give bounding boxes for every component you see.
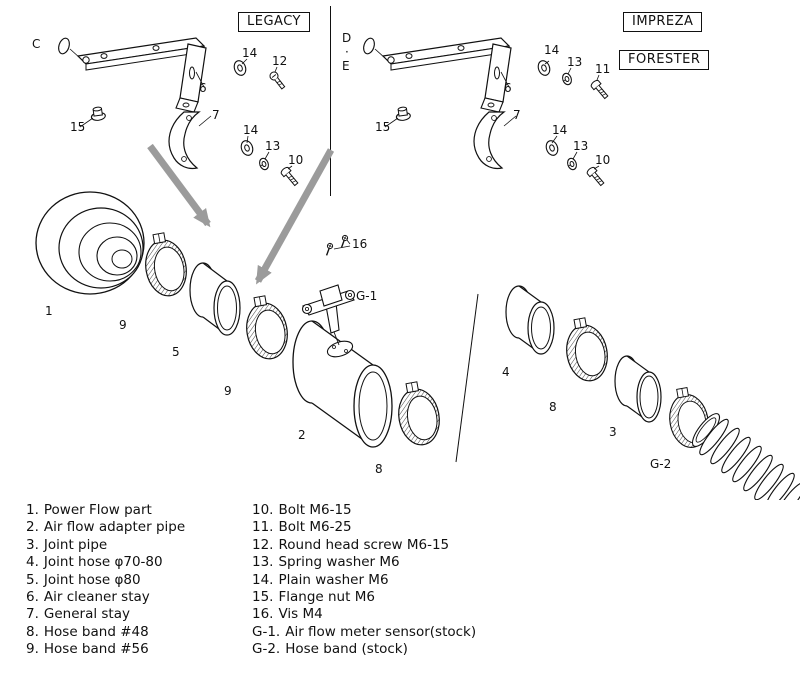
exploded-intake-assembly: 1 9 5 9 2 16 G-1 8 4 8 3 G-2	[35, 191, 800, 500]
variant-label-c: C	[32, 37, 40, 51]
plain-washer-part	[543, 138, 561, 158]
plain-washer-part	[231, 58, 249, 78]
legacy-model-badge: LEGACY	[238, 12, 310, 32]
parts-list-item: G-1.Air flow meter sensor(stock)	[252, 623, 477, 640]
hose-band-48-part	[392, 378, 445, 449]
callout-label: 15	[70, 120, 85, 134]
parts-list-item: 5.Joint hose φ80	[26, 571, 141, 588]
sub-assembly-divider-line	[455, 293, 479, 463]
bolt-part	[585, 165, 607, 188]
callout-label: 13	[573, 139, 588, 153]
power-flow-filter-part	[35, 191, 145, 295]
forester-model-badge: FORESTER	[619, 50, 710, 70]
joint-hose-70-80-part	[505, 285, 555, 355]
callout-label: 1	[45, 304, 53, 318]
grommet-oval	[58, 37, 70, 55]
parts-list-item: 8.Hose band #48	[26, 623, 149, 640]
parts-list-left-column: 1.Power Flow part 2.Air flow adapter pip…	[26, 502, 185, 659]
callout-label: G-1	[356, 289, 377, 303]
callout-label: 13	[265, 139, 280, 153]
callout-label: 16	[352, 237, 367, 251]
callout-label: 2	[298, 428, 306, 442]
parts-list-item: 16.Vis M4	[252, 606, 323, 623]
callout-label: 10	[595, 153, 610, 167]
callout-label: 7	[212, 108, 220, 122]
hose-band-48-part	[560, 314, 613, 385]
parts-list-item: 1.Power Flow part	[26, 502, 152, 518]
bolt-part	[279, 165, 301, 188]
parts-list-item: 13.Spring washer M6	[252, 554, 400, 571]
callout-label: 14	[544, 43, 559, 57]
joint-pipe-part	[614, 355, 662, 423]
parts-list-item: 11.Bolt M6-25	[252, 519, 352, 536]
callout-label: 15	[375, 120, 390, 134]
parts-list-item: 6.Air cleaner stay	[26, 589, 150, 606]
general-stay-part	[168, 111, 200, 170]
callout-label: 11	[595, 62, 610, 76]
hose-band-56-part	[240, 292, 293, 363]
callout-label: 5	[172, 345, 180, 359]
install-arrow-left	[147, 143, 211, 228]
variant-label-d: D	[342, 31, 351, 45]
flange-nut-part	[394, 105, 412, 122]
variant-label-e: E	[342, 59, 350, 73]
leader-lines	[79, 58, 293, 170]
parts-list-right-column: 10.Bolt M6-15 11.Bolt M6-25 12.Round hea…	[252, 502, 476, 659]
spring-washer-part	[560, 71, 574, 87]
parts-list-item: 12.Round head screw M6-15	[252, 536, 450, 553]
callout-label: 3	[609, 425, 617, 439]
legacy-bracket-assembly: C 14 12 6 15 7 14 13 10	[32, 37, 303, 188]
spring-washer-part	[565, 156, 579, 172]
callout-label: 8	[375, 462, 383, 476]
round-head-screw-part	[267, 69, 287, 91]
leader-lines	[384, 60, 600, 170]
callout-label: 14	[242, 46, 257, 60]
plain-washer-part	[535, 58, 553, 78]
air-cleaner-stay-part	[382, 37, 512, 113]
spring-washer-part	[257, 156, 271, 172]
parts-list-item: 10.Bolt M6-15	[252, 502, 352, 518]
impreza-forester-bracket-assembly: D · E 14 13 11 6 15 7 14 13 10	[342, 31, 611, 188]
callout-label: 14	[243, 123, 258, 137]
leader-lines	[333, 239, 351, 250]
callout-label: 14	[552, 123, 567, 137]
grommet-oval	[363, 37, 375, 55]
parts-list-item: 7.General stay	[26, 606, 130, 623]
impreza-model-badge: IMPREZA	[623, 12, 703, 32]
parts-list-item: 9.Hose band #56	[26, 641, 149, 658]
callout-label: 9	[224, 384, 232, 398]
parts-list-item: G-2.Hose band (stock)	[252, 641, 408, 658]
air-cleaner-stay-part	[77, 37, 207, 113]
callout-label: G-2	[650, 457, 671, 471]
callout-label: 9	[119, 318, 127, 332]
general-stay-part	[473, 111, 505, 170]
vis-screw-part	[323, 241, 335, 257]
joint-hose-80-part	[189, 262, 241, 336]
callout-label: 6	[199, 81, 207, 95]
stock-corrugated-hose	[691, 413, 800, 500]
parts-list-item: 2.Air flow adapter pipe	[26, 519, 186, 536]
callout-label: 7	[513, 108, 521, 122]
flange-nut-part	[89, 105, 107, 122]
hose-band-56-part	[139, 229, 192, 300]
install-arrow-right	[254, 148, 335, 285]
callout-label: 13	[567, 55, 582, 69]
callout-label: 8	[549, 400, 557, 414]
airflow-adapter-pipe-part	[292, 320, 393, 448]
parts-list-item: 3.Joint pipe	[26, 536, 108, 553]
bolt-part	[589, 78, 611, 101]
callout-label: 4	[502, 365, 510, 379]
airflow-meter-sensor-part	[301, 284, 356, 346]
exploded-parts-diagram: C 14 12 6 15 7 14 13 10	[32, 6, 800, 500]
parts-list-item: 15.Flange nut M6	[252, 589, 375, 606]
parts-list-item: 14.Plain washer M6	[252, 571, 389, 588]
callout-label: 10	[288, 153, 303, 167]
callout-label: 6	[504, 81, 512, 95]
variant-separator-dot: ·	[345, 45, 349, 59]
callout-label: 12	[272, 54, 287, 68]
parts-list-item: 4.Joint hose φ70-80	[26, 554, 163, 571]
